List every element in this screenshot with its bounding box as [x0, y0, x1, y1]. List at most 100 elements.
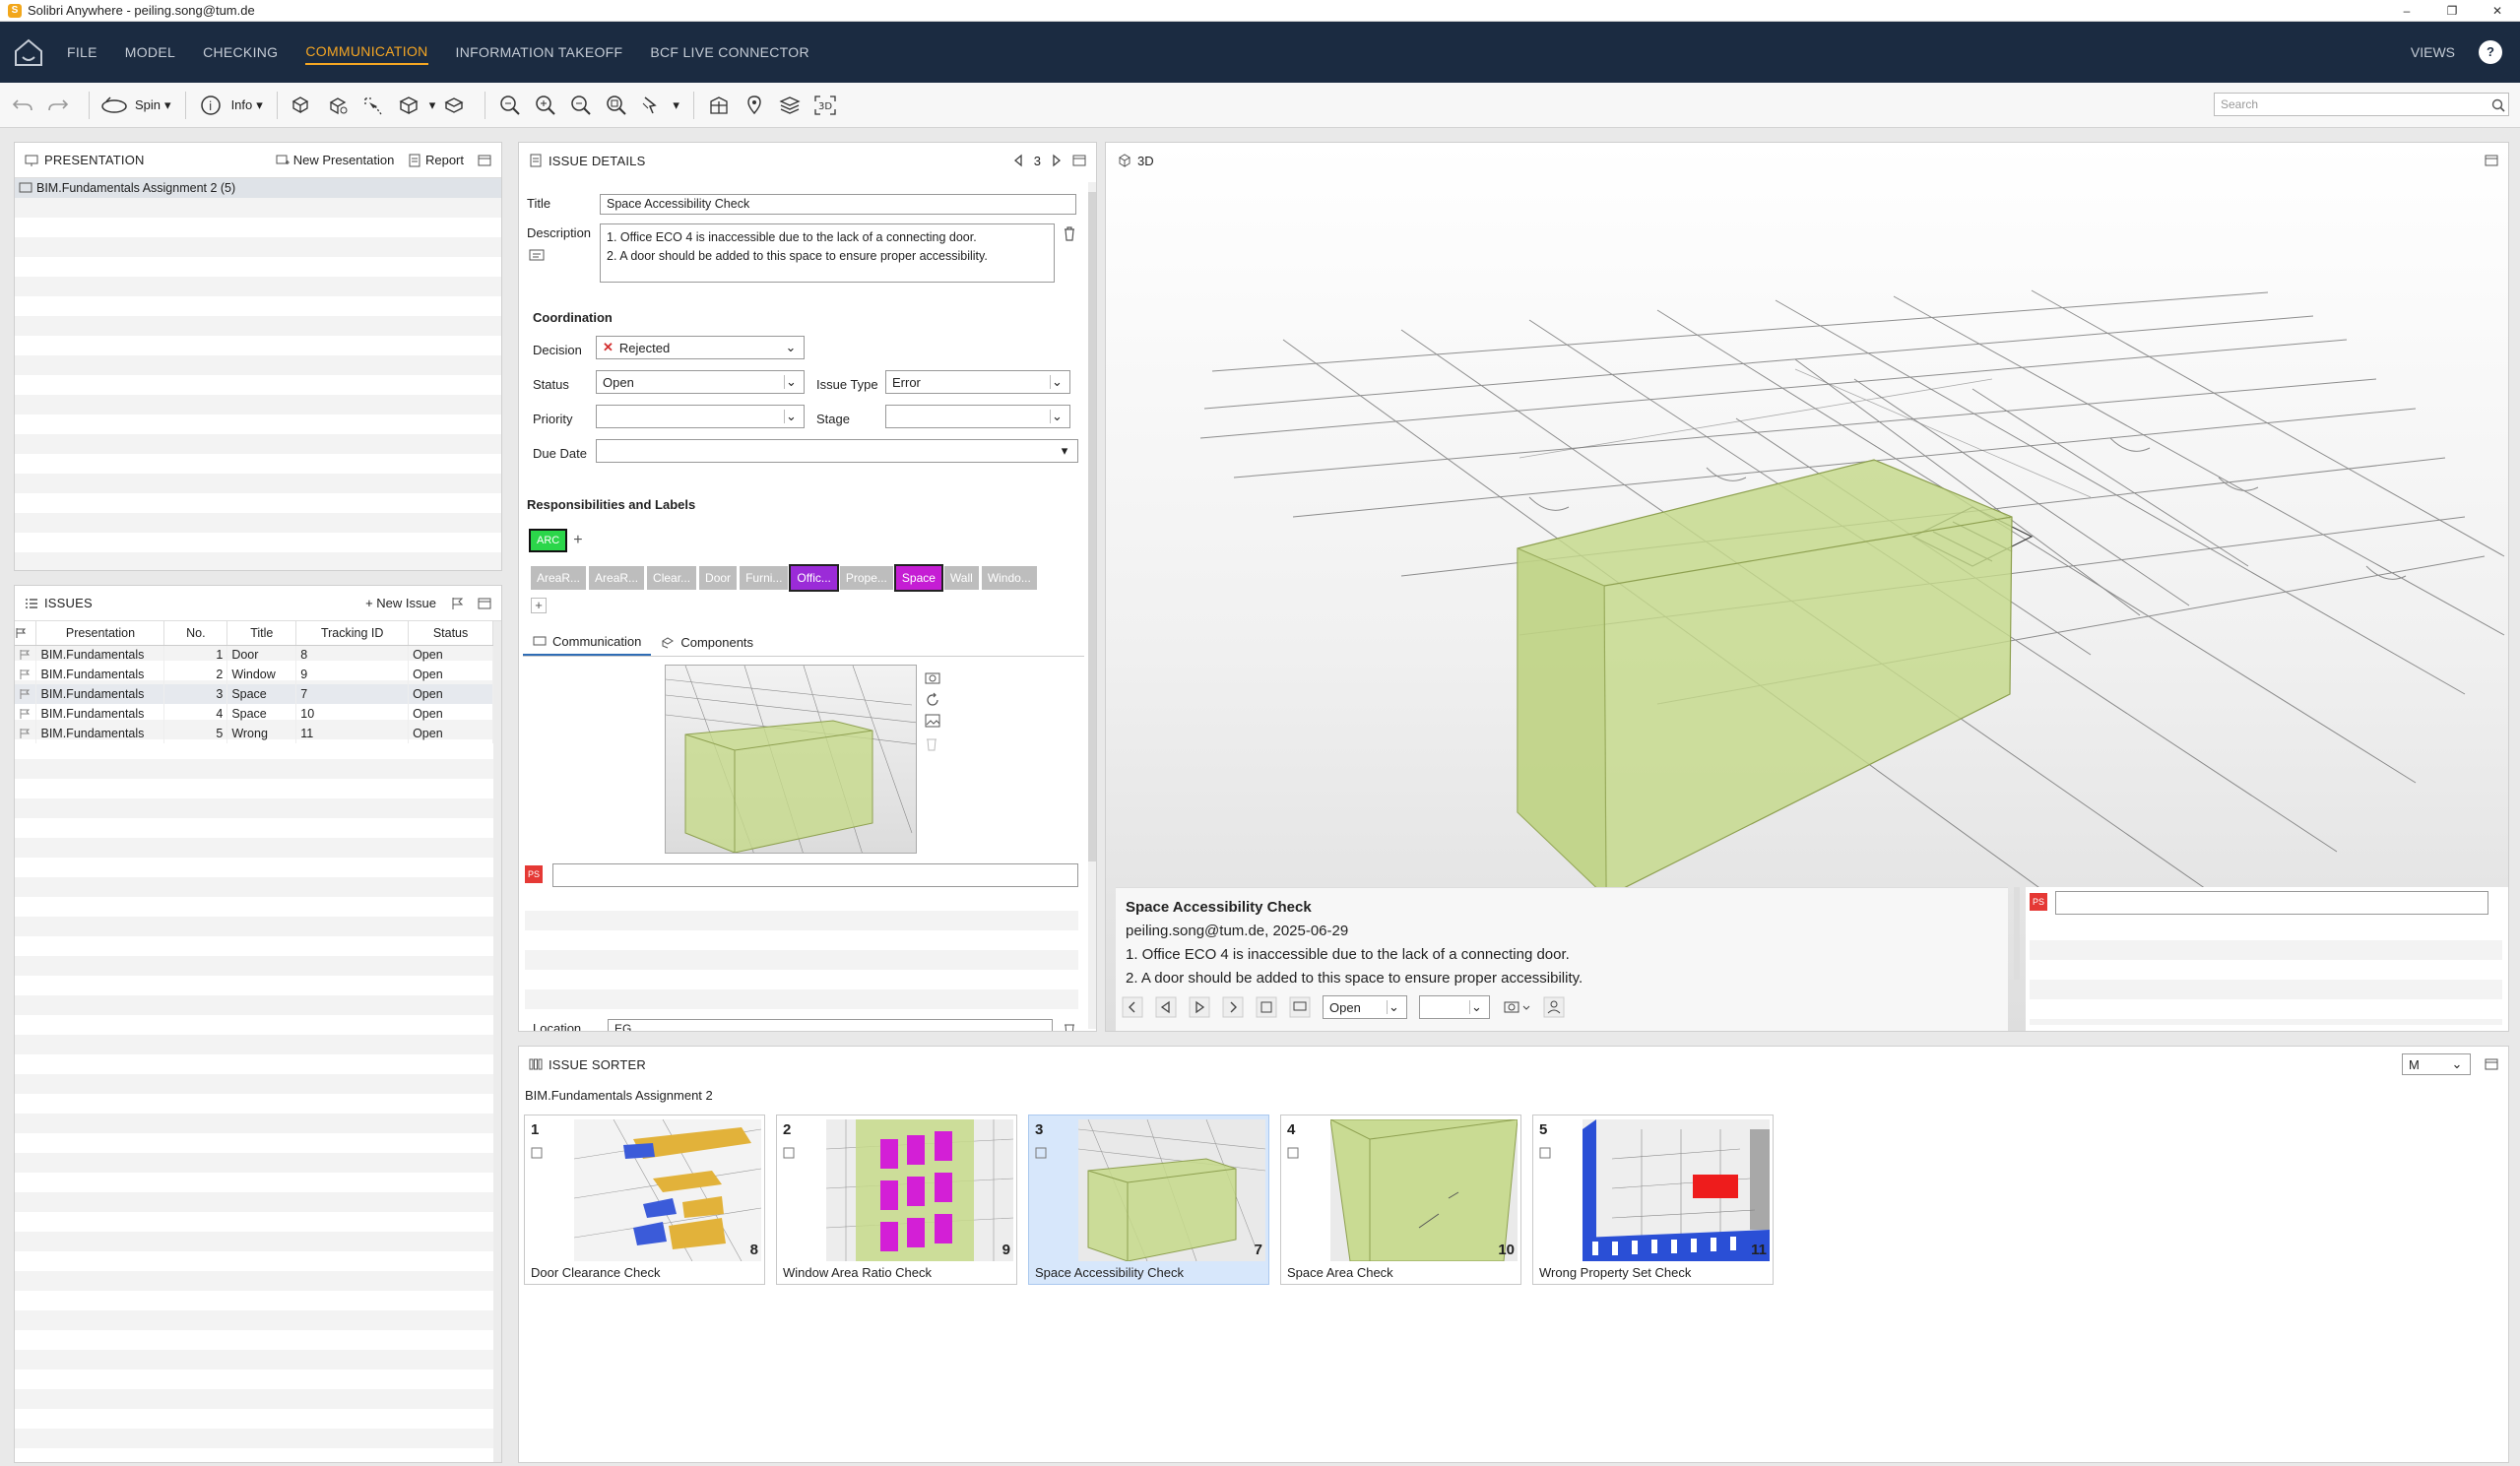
close-icon[interactable]: ✕: [2491, 3, 2503, 18]
tab-components[interactable]: Components: [651, 629, 763, 656]
trash-icon[interactable]: [1063, 1021, 1076, 1032]
hide-components-icon[interactable]: [323, 91, 353, 120]
col-tracking-id[interactable]: Tracking ID: [295, 621, 410, 646]
label-tag[interactable]: Furni...: [740, 566, 789, 590]
label-tag[interactable]: AreaR...: [589, 566, 645, 590]
next-issue-icon[interactable]: [1051, 154, 1063, 167]
camera-icon[interactable]: [1502, 996, 1531, 1018]
label-tag[interactable]: AreaR...: [531, 566, 587, 590]
status-select[interactable]: Open ⌄: [596, 370, 805, 394]
maximize-panel-icon[interactable]: [1072, 154, 1086, 167]
minimize-icon[interactable]: –: [2403, 3, 2411, 18]
overlay-scrollbar[interactable]: [2014, 887, 2020, 980]
responsibility-tag-arc[interactable]: ARC: [528, 529, 568, 552]
overlay-type-select[interactable]: ⌄: [1419, 995, 1490, 1019]
redo-icon[interactable]: [43, 91, 73, 120]
comment-icon[interactable]: [529, 249, 545, 263]
stage-select[interactable]: ⌄: [885, 405, 1070, 428]
title-input[interactable]: Space Accessibility Check: [600, 194, 1076, 215]
label-tag-space[interactable]: Space: [893, 564, 943, 592]
undo-icon[interactable]: [8, 91, 37, 120]
search-icon[interactable]: [2491, 98, 2505, 112]
flag-icon[interactable]: [19, 708, 31, 720]
add-label-button[interactable]: +: [531, 598, 547, 613]
help-icon[interactable]: ?: [2479, 40, 2502, 64]
maximize-panel-icon[interactable]: [478, 597, 491, 610]
thumbnail-size-select[interactable]: M⌄: [2402, 1053, 2471, 1075]
issue-type-select[interactable]: Error ⌄: [885, 370, 1070, 394]
3d-view-icon[interactable]: 3D: [810, 91, 840, 120]
new-issue-button[interactable]: + New Issue: [365, 596, 436, 610]
nav-information-takeoff[interactable]: INFORMATION TAKEOFF: [455, 44, 623, 60]
flag-icon[interactable]: [19, 728, 31, 739]
col-status[interactable]: Status: [408, 621, 493, 646]
flag-icon[interactable]: [19, 688, 31, 700]
views-menu[interactable]: VIEWS: [2410, 44, 2455, 60]
decision-select[interactable]: ✕ Rejected ⌄: [596, 336, 805, 359]
comment-icon[interactable]: [1289, 996, 1311, 1018]
trash-icon[interactable]: [1063, 225, 1076, 241]
issues-scrollbar[interactable]: [493, 621, 501, 1462]
3d-model-viewport[interactable]: [1106, 143, 2509, 1032]
issue-card-selected[interactable]: 3 7 Space Accessibility Check: [1028, 1115, 1269, 1285]
col-title[interactable]: Title: [226, 621, 297, 646]
previous-icon[interactable]: [1155, 996, 1177, 1018]
comment-input[interactable]: [552, 863, 1078, 887]
refresh-icon[interactable]: [925, 692, 940, 708]
description-textarea[interactable]: 1. Office ECO 4 is inaccessible due to t…: [600, 223, 1055, 283]
label-tag[interactable]: Clear...: [647, 566, 697, 590]
slide-icon[interactable]: [1256, 996, 1277, 1018]
home-icon[interactable]: [12, 35, 45, 69]
select-components-icon[interactable]: [358, 91, 388, 120]
add-responsibility-button[interactable]: +: [573, 532, 583, 548]
maximize-panel-icon[interactable]: [478, 154, 491, 167]
section-box-icon[interactable]: [439, 91, 469, 120]
issue-card[interactable]: 5 11 Wrong Property Set Check: [1532, 1115, 1774, 1285]
nav-file[interactable]: FILE: [67, 44, 97, 60]
label-tag[interactable]: Wall: [943, 566, 979, 590]
chevron-right-icon[interactable]: [1222, 996, 1244, 1018]
zoom-selected-icon[interactable]: [602, 91, 631, 120]
nav-model[interactable]: MODEL: [124, 44, 176, 60]
layers-icon[interactable]: [775, 91, 805, 120]
box-view-icon[interactable]: [394, 91, 423, 120]
issue-card[interactable]: 4 10 Space Area Check: [1280, 1115, 1521, 1285]
overlay-comment-input[interactable]: [2055, 891, 2488, 915]
zoom-out-icon[interactable]: [566, 91, 596, 120]
previous-issue-icon[interactable]: [1012, 154, 1024, 167]
spin-icon[interactable]: [99, 91, 129, 120]
label-tag[interactable]: Windo...: [981, 566, 1037, 590]
search-input[interactable]: Search: [2214, 93, 2509, 116]
play-icon[interactable]: [1189, 996, 1210, 1018]
maximize-panel-icon[interactable]: [2485, 154, 2498, 167]
due-date-picker[interactable]: ▾: [596, 439, 1078, 463]
issue-card[interactable]: 1 8 Door Clearance Check: [524, 1115, 765, 1285]
maximize-panel-icon[interactable]: [2485, 1057, 2498, 1071]
flag-icon[interactable]: [19, 649, 31, 661]
report-button[interactable]: Report: [408, 153, 464, 168]
image-icon[interactable]: [925, 714, 940, 728]
users-icon[interactable]: [1543, 996, 1565, 1018]
location-icon[interactable]: [740, 91, 769, 120]
info-icon[interactable]: i: [196, 91, 226, 120]
zoom-extents-icon[interactable]: [495, 91, 525, 120]
presentation-item[interactable]: BIM.Fundamentals Assignment 2 (5): [15, 178, 501, 198]
location-input[interactable]: EG: [608, 1019, 1053, 1031]
flag-icon[interactable]: [450, 597, 464, 610]
floor-plan-icon[interactable]: [704, 91, 734, 120]
delete-snapshot-icon[interactable]: [925, 735, 938, 751]
spin-label[interactable]: Spin: [135, 97, 162, 112]
label-tag[interactable]: Door: [699, 566, 738, 590]
viewpoint-snapshot[interactable]: [665, 665, 917, 854]
info-label[interactable]: Info: [230, 97, 253, 112]
col-presentation[interactable]: Presentation: [35, 621, 165, 646]
details-scrollbar[interactable]: [1088, 182, 1096, 1029]
nav-checking[interactable]: CHECKING: [203, 44, 279, 60]
zoom-in-icon[interactable]: [531, 91, 560, 120]
flag-icon[interactable]: [19, 669, 31, 680]
components-icon[interactable]: [288, 91, 317, 120]
